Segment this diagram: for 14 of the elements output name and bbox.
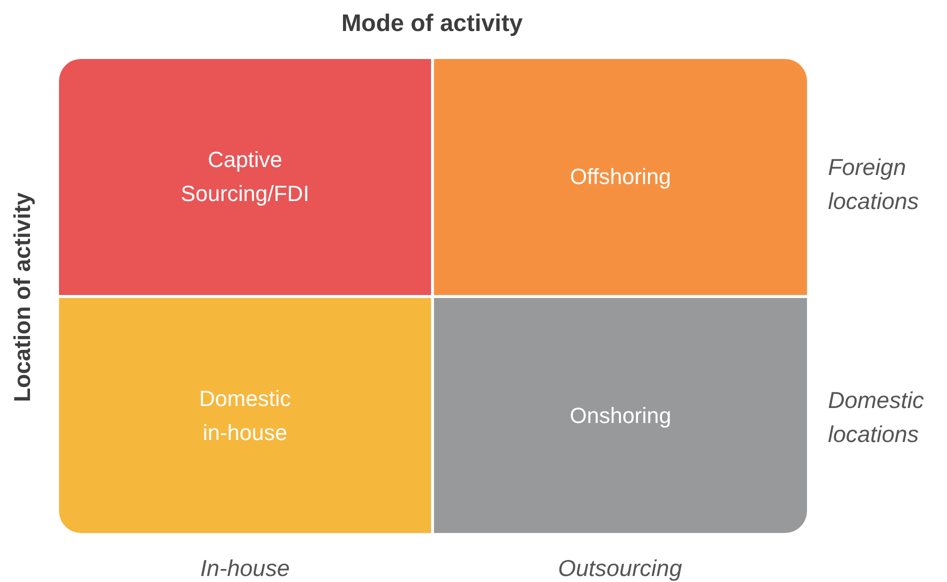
quadrant-box (434, 298, 807, 533)
category-label: In-house (199, 554, 291, 582)
quadrant-label: Onshoring (568, 402, 672, 430)
axis-label: Location of activity (8, 191, 36, 404)
quadrant-label: Domestic in-house (198, 384, 292, 446)
category-label: Foreign locations (828, 153, 920, 216)
category-label: Outsourcing (556, 554, 683, 582)
quadrant-label: Offshoring (568, 163, 672, 191)
quadrant-box (59, 59, 431, 295)
quadrant-box (434, 59, 807, 295)
quadrant-box (59, 298, 431, 533)
quadrant-label: Captive Sourcing/FDI (180, 146, 310, 208)
chart-title: Mode of activity (340, 9, 524, 39)
category-label: Domestic locations (828, 386, 925, 449)
